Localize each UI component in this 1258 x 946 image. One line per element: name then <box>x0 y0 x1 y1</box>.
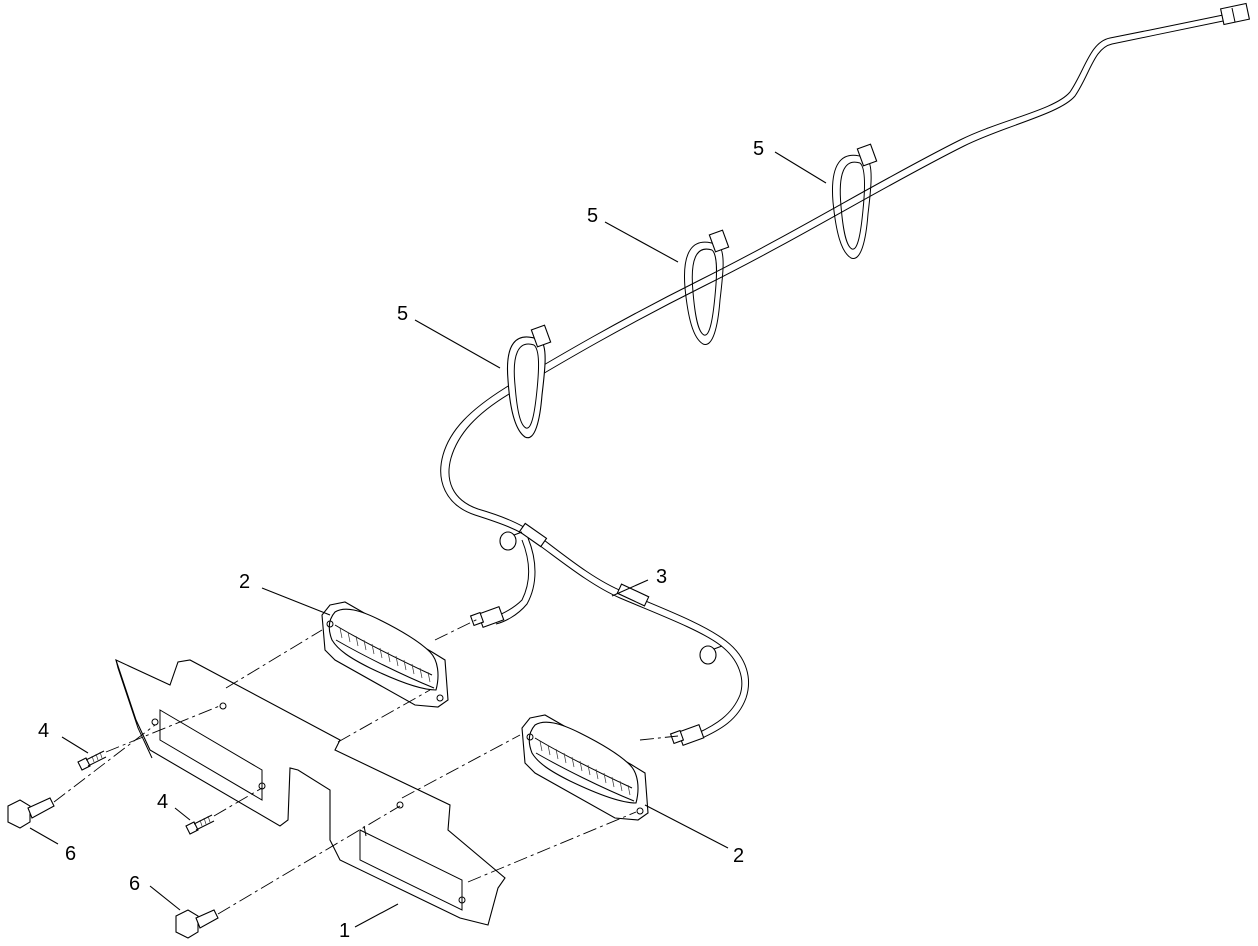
screw-upper <box>77 750 107 771</box>
callout-bolt-upper: 6 <box>65 843 76 865</box>
callout-cable-tie-left: 5 <box>397 303 408 325</box>
callout-bolt-lower: 6 <box>129 873 140 895</box>
callout-light-upper: 2 <box>239 571 250 593</box>
callout-cable-tie-right: 5 <box>753 138 764 160</box>
cable-tie-right <box>831 143 878 259</box>
cable-tie-left <box>506 324 552 439</box>
callout-cable-tie-middle: 5 <box>587 205 598 227</box>
screw-lower <box>185 814 215 835</box>
callout-light-lower: 2 <box>733 845 744 867</box>
assembly-lines <box>53 617 679 915</box>
light-assembly-lower <box>521 714 649 821</box>
bolt-lower <box>175 909 219 939</box>
wire-harness <box>440 2 1251 747</box>
light-assembly-upper <box>321 601 449 708</box>
bolt-upper <box>7 797 55 829</box>
mounting-bracket <box>115 658 506 926</box>
callout-labels: 1 2 2 3 4 4 5 5 5 6 6 <box>38 138 764 942</box>
leader-lines <box>29 151 827 928</box>
callout-screw-lower: 4 <box>157 791 168 813</box>
callout-harness: 3 <box>656 566 667 588</box>
callout-bracket: 1 <box>339 920 350 942</box>
callout-screw-upper: 4 <box>38 720 49 742</box>
cable-tie-middle <box>683 229 730 345</box>
